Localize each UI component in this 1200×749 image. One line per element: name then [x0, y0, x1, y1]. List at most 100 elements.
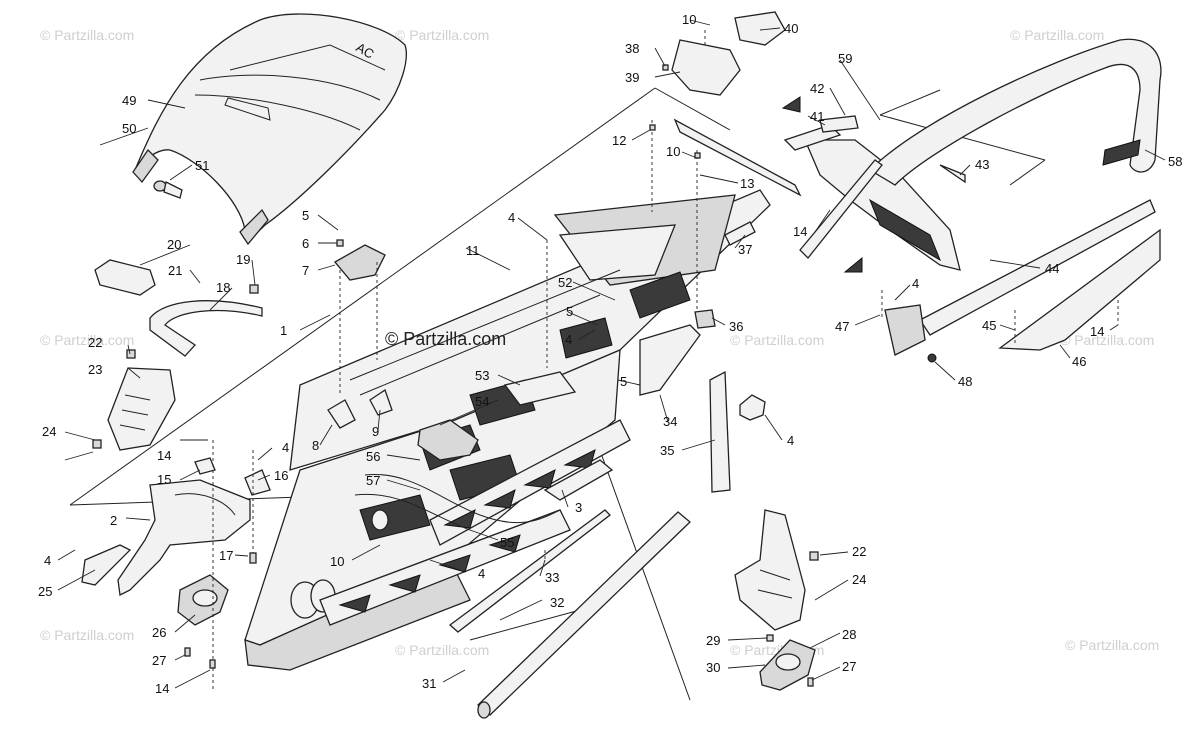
bracket-37 — [724, 221, 756, 246]
callout-label: 45 — [982, 318, 996, 333]
callout-label: 15 — [157, 472, 171, 487]
watermark-10: © Partzilla.com — [1065, 637, 1159, 653]
chain-arm — [709, 370, 731, 493]
callout-label: 55 — [500, 535, 514, 550]
callout-label: 6 — [302, 236, 309, 251]
callout-label: 41 — [810, 109, 824, 124]
callout-label: 46 — [1072, 354, 1086, 369]
footrest-cup-right — [759, 639, 816, 691]
callout-label: 20 — [167, 237, 181, 252]
callout-label: 22 — [88, 335, 102, 350]
arrow-marker-2 — [843, 256, 863, 273]
cable-2 — [354, 493, 471, 531]
watermark-6: © Partzilla.com — [1060, 332, 1154, 348]
decal-42 — [819, 115, 859, 133]
tube — [477, 511, 691, 719]
callout-label: 2 — [110, 513, 117, 528]
callout-label: 14 — [793, 224, 807, 239]
small-bracket-7 — [334, 244, 386, 281]
callout-label: 9 — [372, 424, 379, 439]
side-plate — [81, 544, 132, 586]
callout-label: 7 — [302, 263, 309, 278]
leader-lines — [57, 19, 1166, 689]
hinge-16 — [244, 469, 271, 496]
callout-label: 51 — [195, 158, 209, 173]
callout-label: 37 — [738, 242, 752, 257]
callout-label: 39 — [625, 70, 639, 85]
hardware-47 — [884, 304, 926, 356]
footrest-right — [734, 509, 806, 631]
watermark-1: © Partzilla.com — [40, 27, 134, 43]
callout-label: 27 — [842, 659, 856, 674]
callout-label: 4 — [282, 440, 289, 455]
grab-bracket — [149, 300, 263, 357]
arrow-marker-1 — [781, 96, 801, 113]
lower-rail-lattice — [319, 419, 631, 626]
callout-label: 25 — [38, 584, 52, 599]
callout-label: 4 — [508, 210, 515, 225]
callout-label: 19 — [236, 252, 250, 267]
callout-label: 56 — [366, 449, 380, 464]
callout-labels: 1 2 3 4 4 4 4 4 4 4 5 5 5 6 7 8 9 10 10 … — [38, 12, 1182, 696]
callout-label: 14 — [157, 448, 171, 463]
front-bulkhead — [117, 479, 251, 596]
clip-36 — [694, 309, 716, 329]
seat: AC — [132, 13, 407, 246]
callout-label: 10 — [682, 12, 696, 27]
strap-13 — [673, 118, 802, 197]
callout-label: 27 — [152, 653, 166, 668]
callout-label: 13 — [740, 176, 754, 191]
callout-label: 48 — [958, 374, 972, 389]
tunnel-chassis — [244, 189, 771, 671]
callout-label: 11 — [466, 243, 480, 258]
cable — [364, 473, 561, 524]
watermark-2: © Partzilla.com — [395, 27, 489, 43]
callout-label: 10 — [330, 554, 344, 569]
callout-label: 36 — [729, 319, 743, 334]
control-module — [417, 419, 479, 461]
bracket-53 — [503, 371, 577, 406]
bracket-39 — [671, 39, 741, 96]
fasteners — [92, 64, 819, 687]
callout-label: 24 — [42, 424, 56, 439]
callout-label: 42 — [810, 81, 824, 96]
callout-label: 10 — [666, 144, 680, 159]
handle-40 — [734, 11, 786, 46]
callout-label: 1 — [280, 323, 287, 338]
callout-label: 21 — [168, 263, 182, 278]
assembly-guides — [212, 30, 1119, 690]
callout-label: 52 — [558, 275, 572, 290]
callout-label: 47 — [835, 319, 849, 334]
seat-fastener — [153, 180, 183, 199]
rear-bumper — [799, 38, 1162, 259]
callout-label: 58 — [1168, 154, 1182, 169]
rear-skid-46 — [998, 228, 1161, 351]
callout-label: 40 — [784, 21, 798, 36]
nut-48 — [927, 353, 937, 363]
watermark-7: © Partzilla.com — [40, 627, 134, 643]
callout-label: 24 — [852, 572, 866, 587]
callout-label: 8 — [312, 438, 319, 453]
cover-plate — [94, 259, 156, 296]
callout-label: 14 — [155, 681, 169, 696]
callout-label: 57 — [366, 473, 380, 488]
watermarks: © Partzilla.com © Partzilla.com © Partzi… — [40, 27, 1159, 658]
decal-43 — [939, 164, 966, 184]
plate-34 — [639, 324, 701, 396]
callout-label: 5 — [302, 208, 309, 223]
callout-label: 33 — [545, 570, 559, 585]
rail-bracket — [543, 459, 614, 501]
gusset-8 — [327, 399, 356, 429]
callout-label: 4 — [912, 276, 919, 291]
callout-label: 17 — [219, 548, 233, 563]
callout-label: 23 — [88, 362, 102, 377]
callout-label: 4 — [565, 332, 572, 347]
slide-strip — [448, 509, 611, 633]
callout-label: 43 — [975, 157, 989, 172]
callout-label: 30 — [706, 660, 720, 675]
callout-label: 16 — [274, 468, 288, 483]
callout-label: 29 — [706, 633, 720, 648]
callout-label: 59 — [838, 51, 852, 66]
callout-label: 22 — [852, 544, 866, 559]
